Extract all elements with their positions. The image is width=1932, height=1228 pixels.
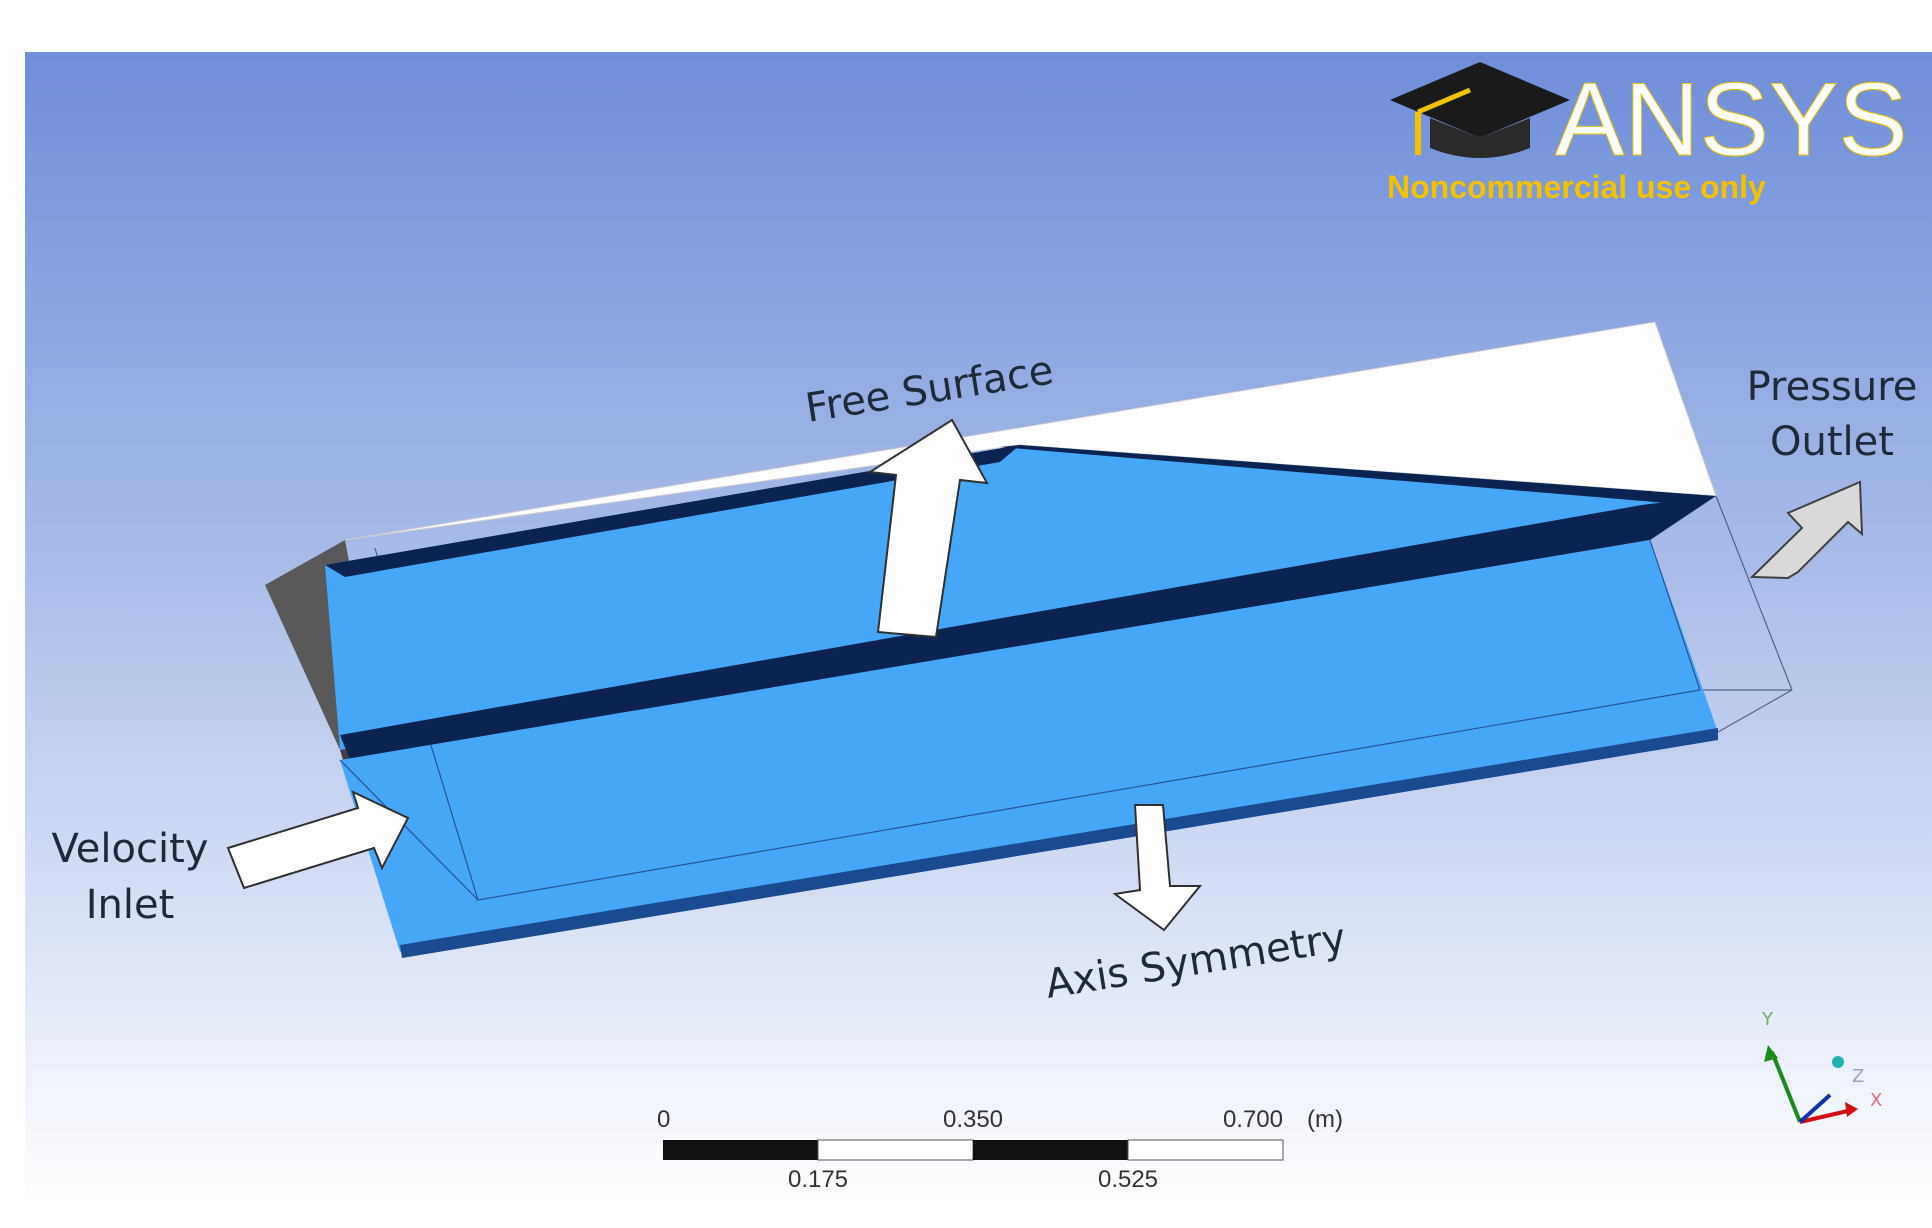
triad-y-label: Y: [1761, 1009, 1774, 1030]
triad-y-arrowhead: [1764, 1045, 1778, 1062]
fluid-upper: [325, 445, 1716, 750]
scale-seg-1: [663, 1140, 818, 1160]
fluid-lower-edge: [400, 728, 1718, 958]
scale-unit: (m): [1307, 1106, 1343, 1133]
interface-top-left: [325, 445, 1020, 577]
triad-y-axis: [1770, 1051, 1802, 1123]
scale-bar: 0 0.350 0.700 (m) 0.175 0.525: [657, 1106, 1343, 1193]
scale-seg-4: [1127, 1139, 1284, 1161]
triad-x-axis: [1799, 1108, 1853, 1124]
velocity-inlet-label-line2: Inlet: [86, 882, 175, 928]
scale-tick-0350: 0.350: [943, 1106, 1003, 1133]
free-surface-arrow: [867, 418, 989, 639]
ansys-logo: ANSYS Noncommercial use only: [1387, 62, 1908, 206]
pressure-outlet-label-line2: Outlet: [1770, 419, 1894, 465]
noncommercial-notice: Noncommercial use only: [1387, 169, 1766, 205]
velocity-inlet-arrow: [226, 790, 410, 890]
axis-symmetry-arrow: [1112, 804, 1203, 932]
scale-tick-0175: 0.175: [788, 1166, 848, 1193]
graduation-cap-icon: [1390, 62, 1570, 138]
cap-tassel-cord: [1417, 87, 1471, 115]
triad-z-axis: [1798, 1093, 1832, 1124]
scale-tick-0: 0: [657, 1106, 670, 1133]
triad-z-label: Z: [1852, 1066, 1864, 1087]
pressure-outlet-label-line1: Pressure: [1747, 364, 1918, 410]
fluid-inner-lines: [339, 539, 1701, 901]
fluid-lower: [340, 540, 1718, 952]
velocity-inlet-label-line1: Velocity: [52, 826, 209, 872]
scale-seg-3: [973, 1140, 1128, 1160]
scale-seg-2: [817, 1139, 974, 1161]
scale-tick-0525: 0.525: [1098, 1166, 1158, 1193]
ansys-brand: ANSYS: [1555, 62, 1908, 178]
cap-base: [1430, 118, 1530, 158]
scale-tick-0700: 0.700: [1223, 1106, 1283, 1133]
interface-diagonal: [340, 496, 1716, 760]
triad-origin-dot: [1832, 1056, 1844, 1068]
triad-x-label: X: [1870, 1090, 1882, 1111]
interface-top-right: [1000, 445, 1716, 505]
coordinate-triad: Y Z X: [1761, 1009, 1882, 1124]
triad-x-arrowhead: [1845, 1102, 1858, 1117]
pressure-outlet-arrow: [1749, 480, 1864, 580]
